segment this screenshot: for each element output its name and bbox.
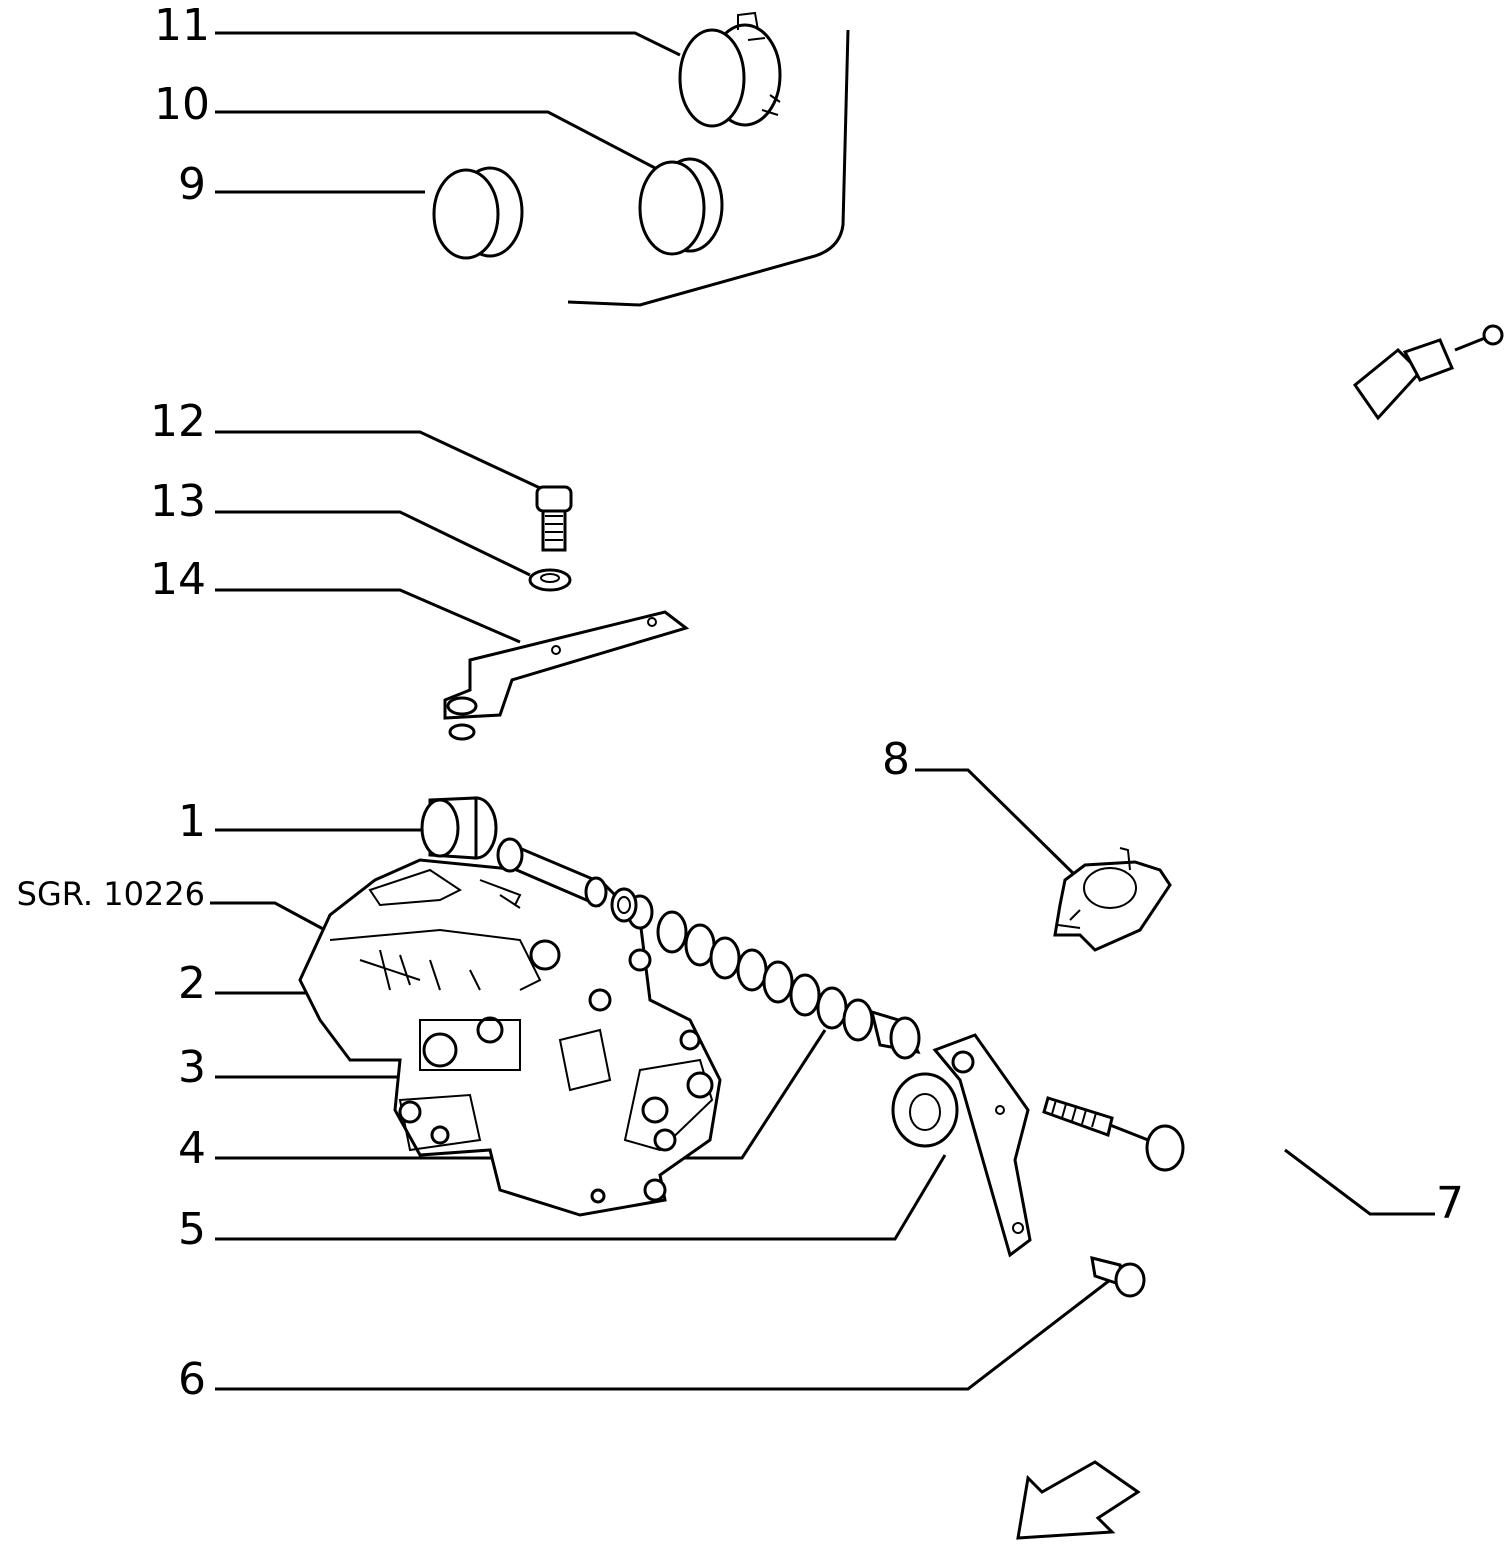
body-panel-outline (567, 29, 850, 307)
callout-8: 8 (882, 734, 910, 785)
plug-part-small (432, 166, 524, 260)
washer-part (528, 568, 572, 592)
callout-3: 3 (178, 1042, 206, 1093)
plug-part-large (638, 157, 724, 256)
leader-lines (210, 31, 1435, 1391)
callout-1: 1 (178, 796, 206, 847)
bracket-part (443, 610, 690, 741)
rubber-boot-part (656, 910, 921, 1060)
callout-14: 14 (150, 554, 206, 605)
callout-5: 5 (178, 1204, 206, 1255)
gearbox-housing (298, 858, 722, 1217)
callout-11: 11 (154, 0, 210, 51)
callout-9: 9 (178, 159, 206, 210)
screw-part (1090, 1255, 1146, 1298)
callout-12: 12 (150, 396, 206, 447)
callout-10: 10 (154, 79, 210, 130)
callout-4: 4 (178, 1123, 206, 1174)
release-fork-part (891, 1033, 1032, 1258)
callout-13: 13 (150, 476, 206, 527)
callout-6: 6 (178, 1354, 206, 1405)
callout-7: 7 (1436, 1178, 1464, 1229)
bolt-part (535, 485, 573, 552)
reference-label: SGR. 10226 (16, 875, 205, 913)
clutch-cable-part (1042, 324, 1504, 1198)
release-bearing-part (420, 796, 608, 908)
callout-2: 2 (178, 958, 206, 1009)
bushing-part (610, 887, 654, 930)
front-direction-arrow-icon (1016, 1460, 1141, 1540)
cap-clip-part (678, 11, 782, 128)
cable-clip-part (1053, 847, 1172, 952)
